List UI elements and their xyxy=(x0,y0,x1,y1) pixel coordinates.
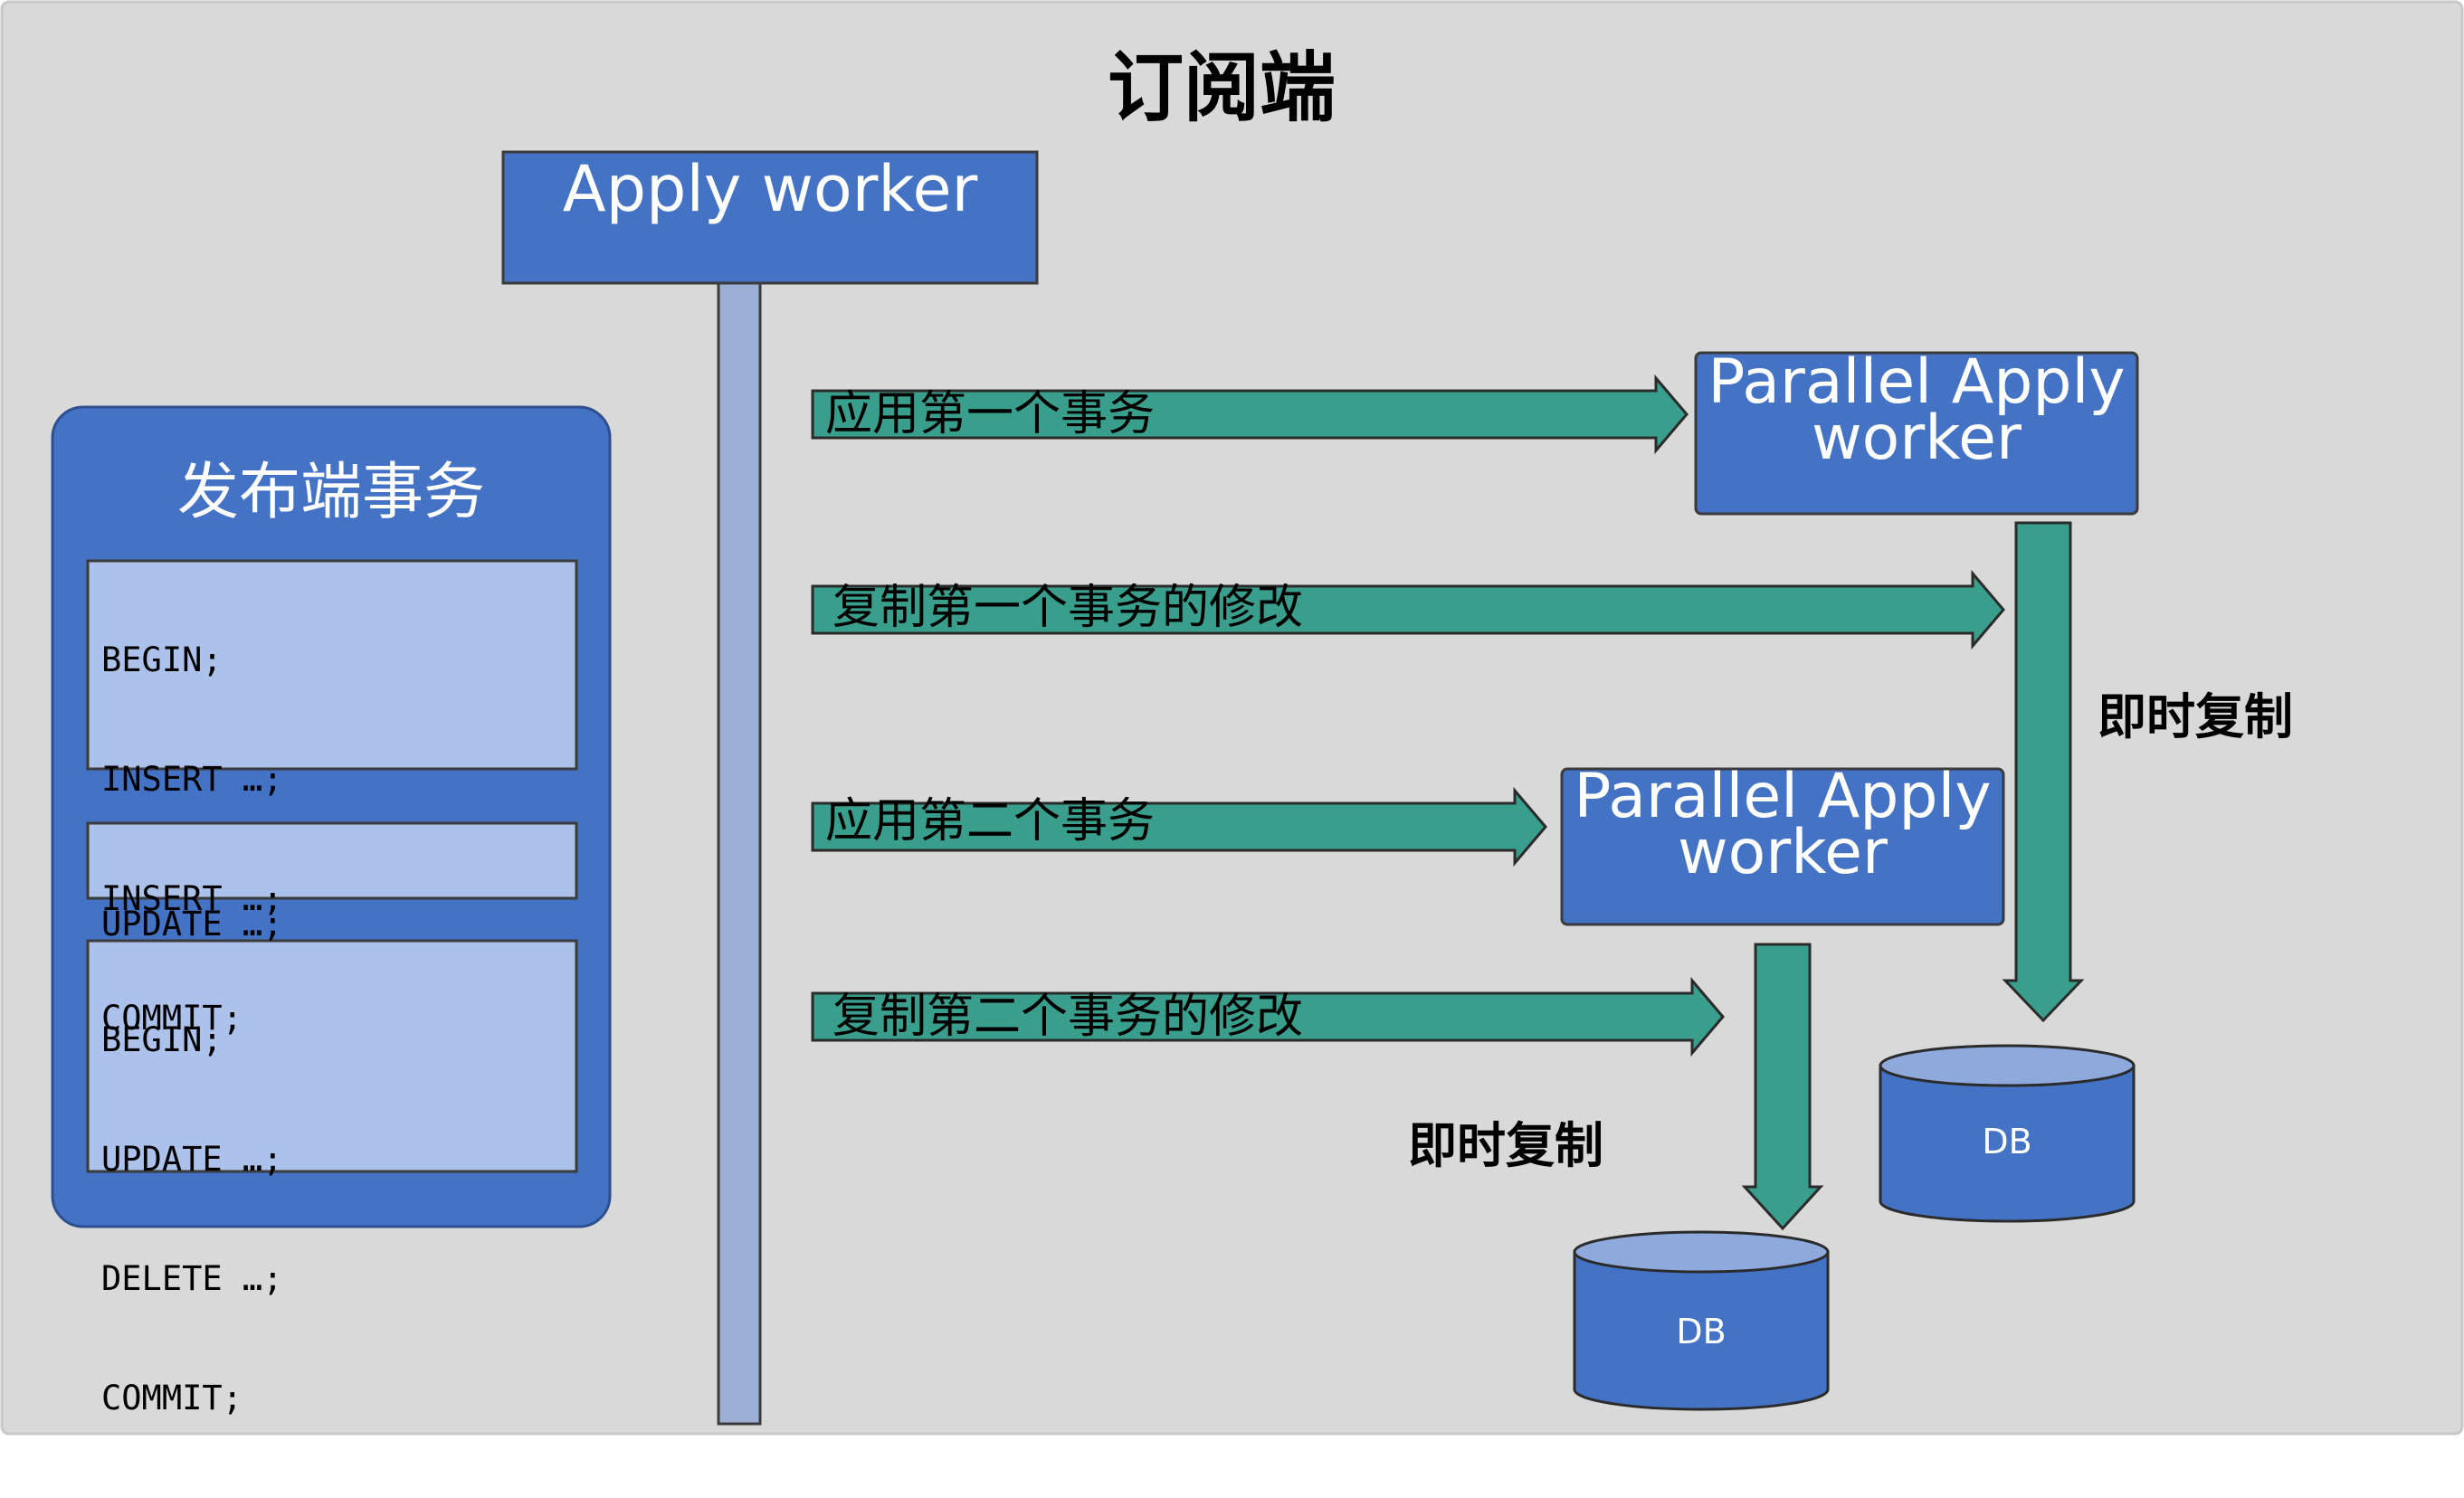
database-cylinder-1 xyxy=(1879,1044,2136,1223)
code-line: COMMIT; xyxy=(101,1379,243,1417)
arrow-apply-first xyxy=(811,374,1689,455)
publisher-transactions-title: 发布端事务 xyxy=(176,457,485,528)
transaction-box-2 xyxy=(86,821,578,900)
code-line: BEGIN; xyxy=(101,1020,223,1059)
code-line: DELETE …; xyxy=(101,1259,283,1298)
parallel-apply-worker-box-1 xyxy=(1694,351,2139,516)
arrow-apply-second xyxy=(811,786,1547,868)
apply-worker-box xyxy=(501,150,1039,285)
parallel-apply-worker-label-1: Parallel Apply worker xyxy=(1696,346,2137,474)
diagram-canvas: 订阅端 Apply worker 发布端事务 BEGIN; INSERT …; … xyxy=(0,0,2464,1436)
transaction-1-code: BEGIN; INSERT …; INSERT …; COMMIT; xyxy=(101,561,282,1118)
arrow-label-apply-first: 应用第一个事务 xyxy=(825,387,1156,441)
code-line: UPDATE …; xyxy=(101,905,283,943)
arrow-label-copy-second: 复制第二个事务的修改 xyxy=(832,990,1304,1044)
code-line: BEGIN; xyxy=(101,640,223,679)
code-line: INSERT …; xyxy=(101,760,283,799)
transaction-3-code: BEGIN; UPDATE …; DELETE …; COMMIT; xyxy=(101,941,282,1498)
arrow-label-apply-second: 应用第二个事务 xyxy=(825,794,1156,849)
parallel-apply-worker-line1: Parallel Apply xyxy=(1708,346,2126,418)
apply-worker-timeline xyxy=(717,280,762,1426)
diagram-title: 订阅端 xyxy=(1108,43,1337,132)
parallel-apply-worker-line1: Parallel Apply xyxy=(1574,761,1992,832)
arrow-copy-second xyxy=(811,976,1725,1057)
apply-worker-label: Apply worker xyxy=(562,152,978,226)
code-line: COMMIT; xyxy=(101,999,243,1038)
arrow-down-worker-1 xyxy=(2002,521,2085,1023)
parallel-apply-worker-label-2: Parallel Apply worker xyxy=(1562,761,2003,888)
code-line: UPDATE …; xyxy=(101,1140,283,1179)
immediate-copy-label-2: 即时复制 xyxy=(1408,1117,1603,1174)
parallel-apply-worker-line2: worker xyxy=(1812,403,2022,474)
database-label-2: DB xyxy=(1676,1312,1727,1351)
transaction-2-code: UPDATE …; xyxy=(101,825,282,1024)
database-label-1: DB xyxy=(1982,1122,2032,1161)
arrow-copy-first xyxy=(811,569,2005,650)
arrow-label-copy-first: 复制第一个事务的修改 xyxy=(832,581,1304,635)
code-line: INSERT …; xyxy=(101,879,283,918)
arrow-down-worker-2 xyxy=(1741,943,1824,1231)
transaction-box-1 xyxy=(86,559,578,771)
parallel-apply-worker-box-2 xyxy=(1560,767,2005,926)
transaction-box-3 xyxy=(86,939,578,1173)
database-cylinder-2 xyxy=(1573,1230,1830,1411)
diagram-shapes xyxy=(0,0,2464,1436)
parallel-apply-worker-line2: worker xyxy=(1678,817,1888,888)
immediate-copy-label-1: 即时复制 xyxy=(2098,688,2293,745)
